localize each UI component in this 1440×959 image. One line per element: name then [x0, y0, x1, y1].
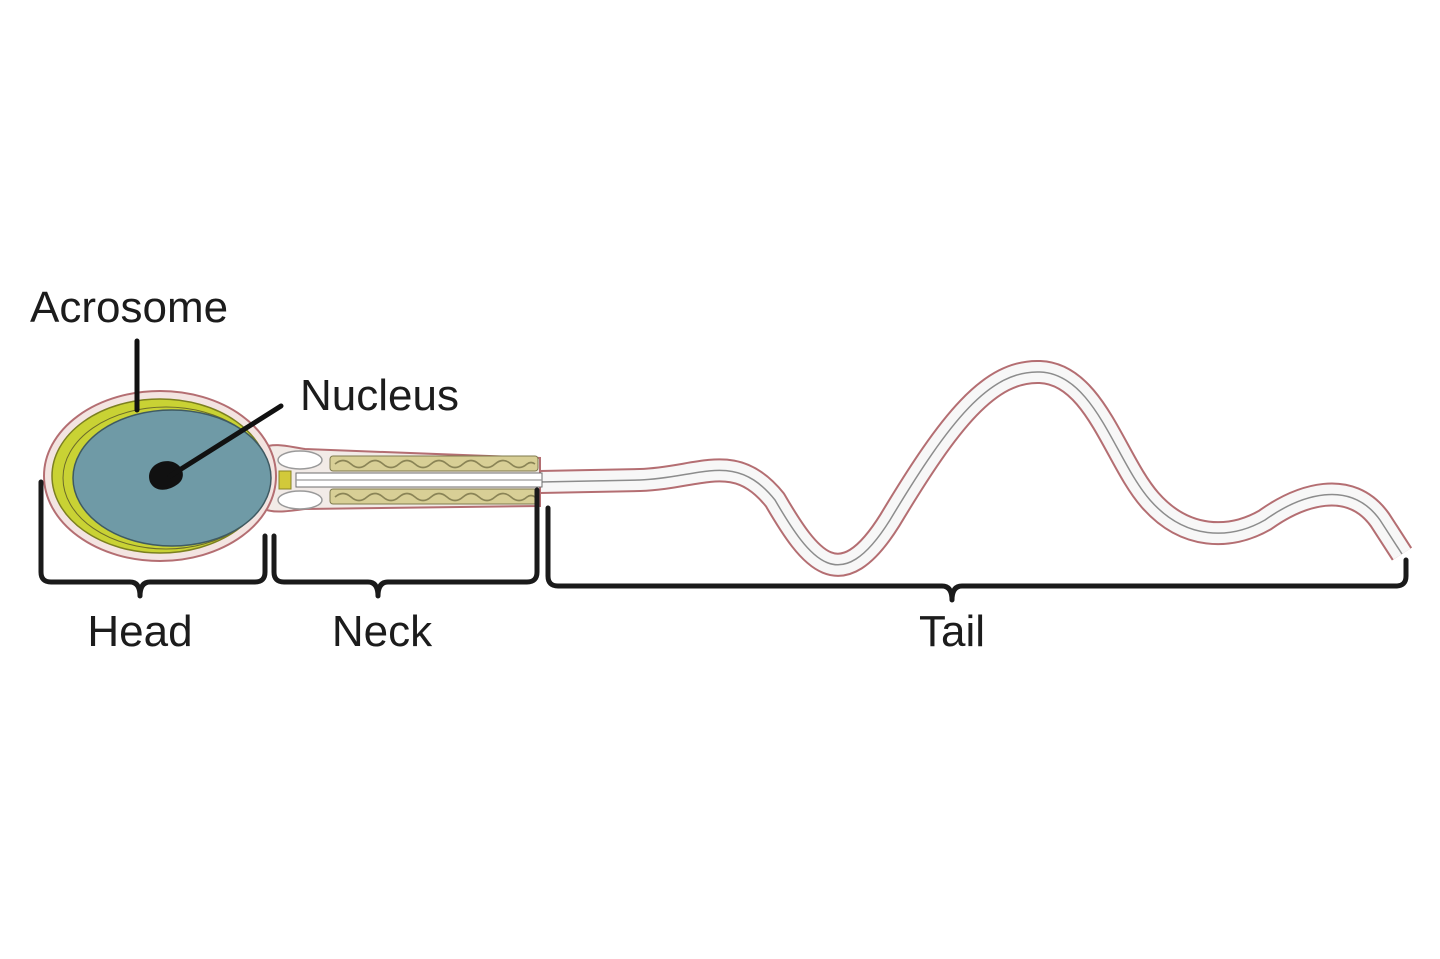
- neck-midpiece: [261, 444, 543, 513]
- acrosome-label: Acrosome: [30, 283, 228, 332]
- mitochondrial-sheath-bottom: [329, 488, 539, 505]
- head: [43, 390, 277, 562]
- proximal-centriole: [277, 450, 323, 470]
- nucleus-leader-line: [167, 403, 284, 479]
- tail-label: Tail: [919, 607, 985, 656]
- nucleus-chromatin-blob: [149, 461, 183, 490]
- centriole-yellow: [278, 470, 292, 490]
- tail-flagellum: [539, 359, 1413, 577]
- tail-axoneme-line: [539, 371, 1403, 566]
- head-bracket: [38, 479, 268, 599]
- nucleus-label: Nucleus: [300, 371, 459, 420]
- distal-centriole: [277, 490, 323, 510]
- tail-body: [539, 361, 1411, 575]
- neck-bracket: [271, 487, 540, 599]
- neck-label: Neck: [332, 607, 433, 656]
- mitochondrial-sheath-top: [329, 455, 539, 472]
- head-label: Head: [87, 607, 192, 656]
- mitochondria-pattern: [334, 459, 536, 502]
- tail-bracket: [545, 505, 1409, 603]
